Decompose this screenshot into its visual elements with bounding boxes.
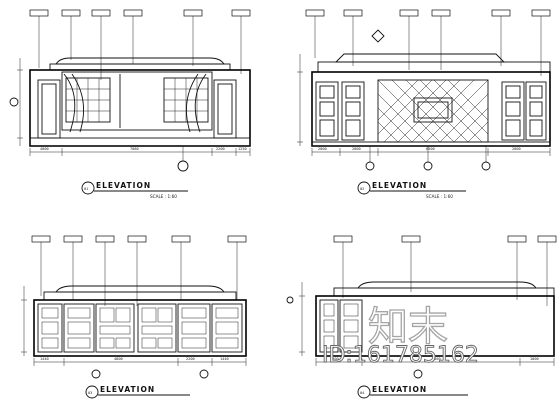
- dim-c-1: 1440: [40, 357, 49, 361]
- wall-outline-a: [29, 69, 251, 147]
- dim-d-2: 3860: [432, 357, 441, 361]
- dim-a-2: 7080: [130, 147, 139, 151]
- elevation-number-circle-d: [357, 385, 371, 399]
- dim-a-1: 4000: [40, 147, 49, 151]
- dimension-line-d: 1200 3860 1000: [315, 357, 555, 366]
- elevation-number-circle-c: [85, 385, 99, 399]
- dim-d-1: 1200: [330, 357, 339, 361]
- elevation-number-circle-a: [81, 181, 95, 195]
- wall-outline-c: [33, 299, 247, 357]
- elevation-number-d: 04: [360, 391, 364, 395]
- elevation-number-c: 03: [88, 391, 92, 395]
- material-tags-c: [31, 235, 247, 306]
- dim-b-4: 2000: [512, 147, 521, 151]
- elevation-number-circle-b: [357, 181, 371, 195]
- title-block-d: 04 ELEVATION: [357, 385, 468, 399]
- dim-d-3: 1000: [530, 357, 539, 361]
- dim-c-4: 1440: [220, 357, 229, 361]
- dim-c-2: 4800: [114, 357, 123, 361]
- elevation-a: 4000 7080 2200 1250 01 ELEVATION SCALE :…: [9, 9, 251, 199]
- material-tags-d: [333, 235, 557, 306]
- elevation-b: 2000 2000 6500 2000 02 ELEVATION SCALE :…: [297, 9, 551, 199]
- elevation-number-b: 02: [360, 187, 364, 191]
- material-tags-b: [305, 9, 551, 76]
- watermark-id: ID:161785162: [322, 343, 479, 368]
- elevation-title-c: ELEVATION: [100, 385, 155, 394]
- elevation-d: 1200 3860 1000 04 ELEVATION: [286, 235, 557, 399]
- dim-c-3: 2200: [186, 357, 195, 361]
- wall-outline-d: [315, 295, 555, 357]
- elevation-scale-a: SCALE : 1:60: [150, 194, 177, 199]
- dimension-line-a: 4000 7080 2200 1250: [29, 147, 251, 156]
- elevation-scale-b: SCALE : 1:60: [426, 194, 453, 199]
- elevation-c: 1440 4800 2200 1440 03 ELEVATION: [21, 235, 247, 399]
- elevation-title-b: ELEVATION: [372, 181, 427, 190]
- dimension-line-c: 1440 4800 2200 1440: [33, 357, 247, 366]
- elevation-title-d: ELEVATION: [372, 385, 427, 394]
- title-block-b: 02 ELEVATION SCALE : 1:60: [357, 181, 466, 199]
- elevation-title-a: ELEVATION: [96, 181, 151, 190]
- section-marker-a: [177, 160, 189, 172]
- title-block-c: 03 ELEVATION: [85, 385, 190, 399]
- watermark-brand: 知末: [368, 304, 448, 350]
- dim-a-3: 2200: [216, 147, 225, 151]
- dim-a-4: 1250: [238, 147, 247, 151]
- dim-b-3: 6500: [426, 147, 435, 151]
- dimension-line-b: 2000 2000 6500 2000: [311, 147, 551, 156]
- elevation-number-a: 01: [84, 187, 88, 191]
- dim-b-1: 2000: [318, 147, 327, 151]
- watermark: 知末 ID:161785162: [322, 303, 480, 368]
- dim-b-2: 2000: [352, 147, 361, 151]
- title-block-a: 01 ELEVATION SCALE : 1:60: [81, 181, 188, 199]
